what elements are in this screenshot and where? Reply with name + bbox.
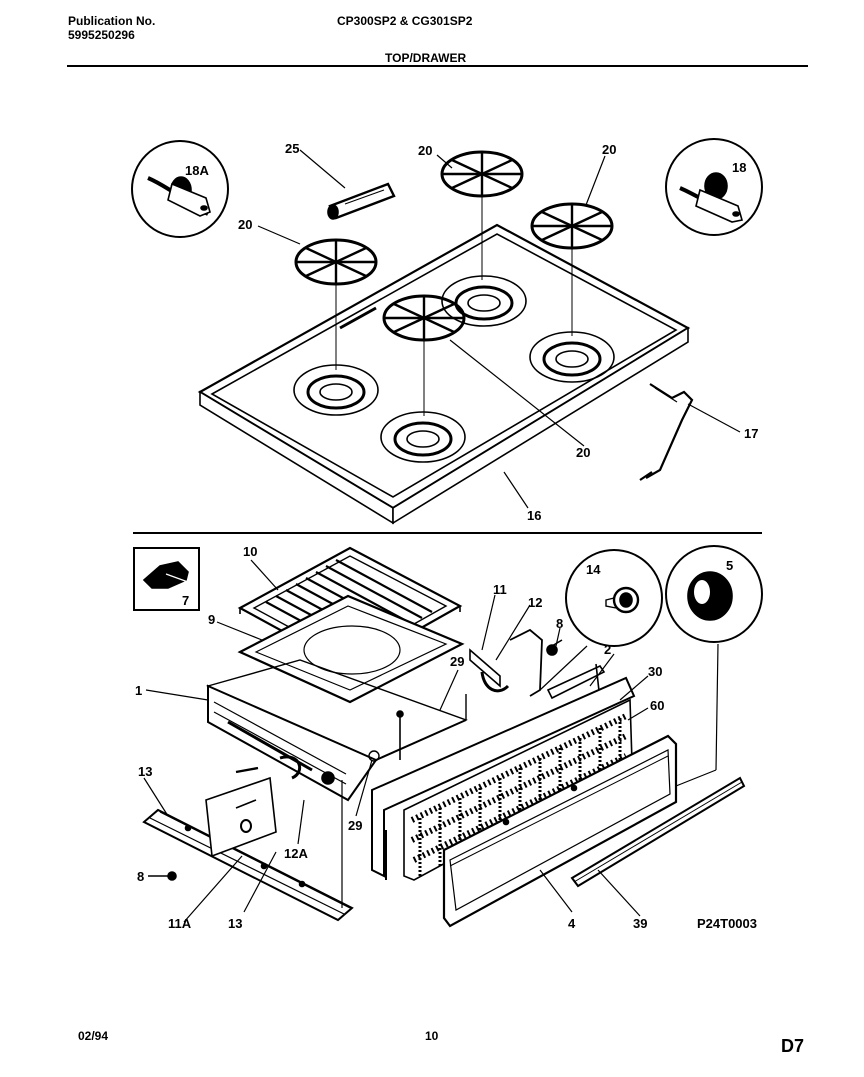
callout-20-rear-right: 20 (602, 142, 616, 157)
grate-left (294, 238, 378, 286)
callout-1: 1 (135, 683, 142, 698)
callout-14: 14 (586, 562, 601, 577)
knob-detail-5 (665, 545, 763, 643)
detail-7-box (133, 547, 200, 611)
bottom-leader-lines (143, 559, 719, 923)
burner-front-right (380, 411, 466, 463)
grate-rear-left (440, 150, 524, 198)
callout-12A: 12A (284, 846, 308, 861)
trim-strip (570, 776, 746, 888)
callout-16: 16 (527, 508, 541, 523)
drawer-slide-bracket (469, 628, 606, 701)
detail-18-circle (665, 138, 763, 236)
grate-center (382, 294, 466, 342)
model-numbers: CP300SP2 & CG301SP2 (337, 14, 473, 28)
callout-12: 12 (528, 595, 542, 610)
top-leader-lines (257, 149, 741, 509)
callout-18A: 18A (185, 163, 209, 178)
callout-20-center: 20 (576, 445, 590, 460)
grate-rear-right (530, 202, 614, 250)
callout-5: 5 (726, 558, 733, 573)
callout-4: 4 (568, 916, 576, 931)
publication-label: Publication No. (68, 14, 156, 28)
callout-60: 60 (650, 698, 664, 713)
callout-18: 18 (732, 160, 746, 175)
callout-13-lower: 13 (228, 916, 242, 931)
section-title: TOP/DRAWER (385, 51, 467, 65)
burner-cap-part (327, 182, 396, 220)
callout-13-upper: 13 (138, 764, 152, 779)
header-rule (67, 65, 808, 67)
callout-8-bottom: 8 (137, 869, 144, 884)
drawer-front-panel (442, 734, 678, 928)
callout-7: 7 (182, 593, 189, 608)
callout-17: 17 (744, 426, 758, 441)
callout-9: 9 (208, 612, 215, 627)
callout-20-rear-left: 20 (418, 143, 432, 158)
callout-8-top: 8 (556, 616, 563, 631)
screws (148, 710, 404, 881)
callout-10: 10 (243, 544, 257, 559)
footer-page-number: 10 (425, 1029, 439, 1043)
wire-bracket-part (639, 383, 694, 481)
footer-page-code: D7 (781, 1036, 805, 1056)
callout-30: 30 (648, 664, 662, 679)
drawer-rail (142, 755, 354, 922)
burner-front-left (293, 364, 379, 416)
burner-rear-right (529, 331, 615, 383)
knob-detail-14 (565, 549, 663, 647)
publication-number: 5995250296 (68, 28, 135, 42)
callout-29-lower: 29 (348, 818, 362, 833)
callout-11A: 11A (168, 916, 192, 931)
broiler-pan (237, 594, 465, 704)
drawing-code: P24T0003 (697, 916, 757, 931)
callout-39: 39 (633, 916, 647, 931)
callout-2: 2 (604, 642, 611, 657)
callout-20-left: 20 (238, 217, 252, 232)
grate-drop-lines (335, 196, 573, 416)
callout-29-upper: 29 (450, 654, 464, 669)
callout-25: 25 (285, 141, 299, 156)
detail-18A-circle (131, 140, 229, 238)
cooktop-top (197, 223, 691, 525)
drawer-body (205, 659, 468, 802)
callout-11: 11 (493, 582, 507, 597)
footer-date: 02/94 (78, 1029, 109, 1043)
drawer-front-liner (371, 676, 636, 881)
